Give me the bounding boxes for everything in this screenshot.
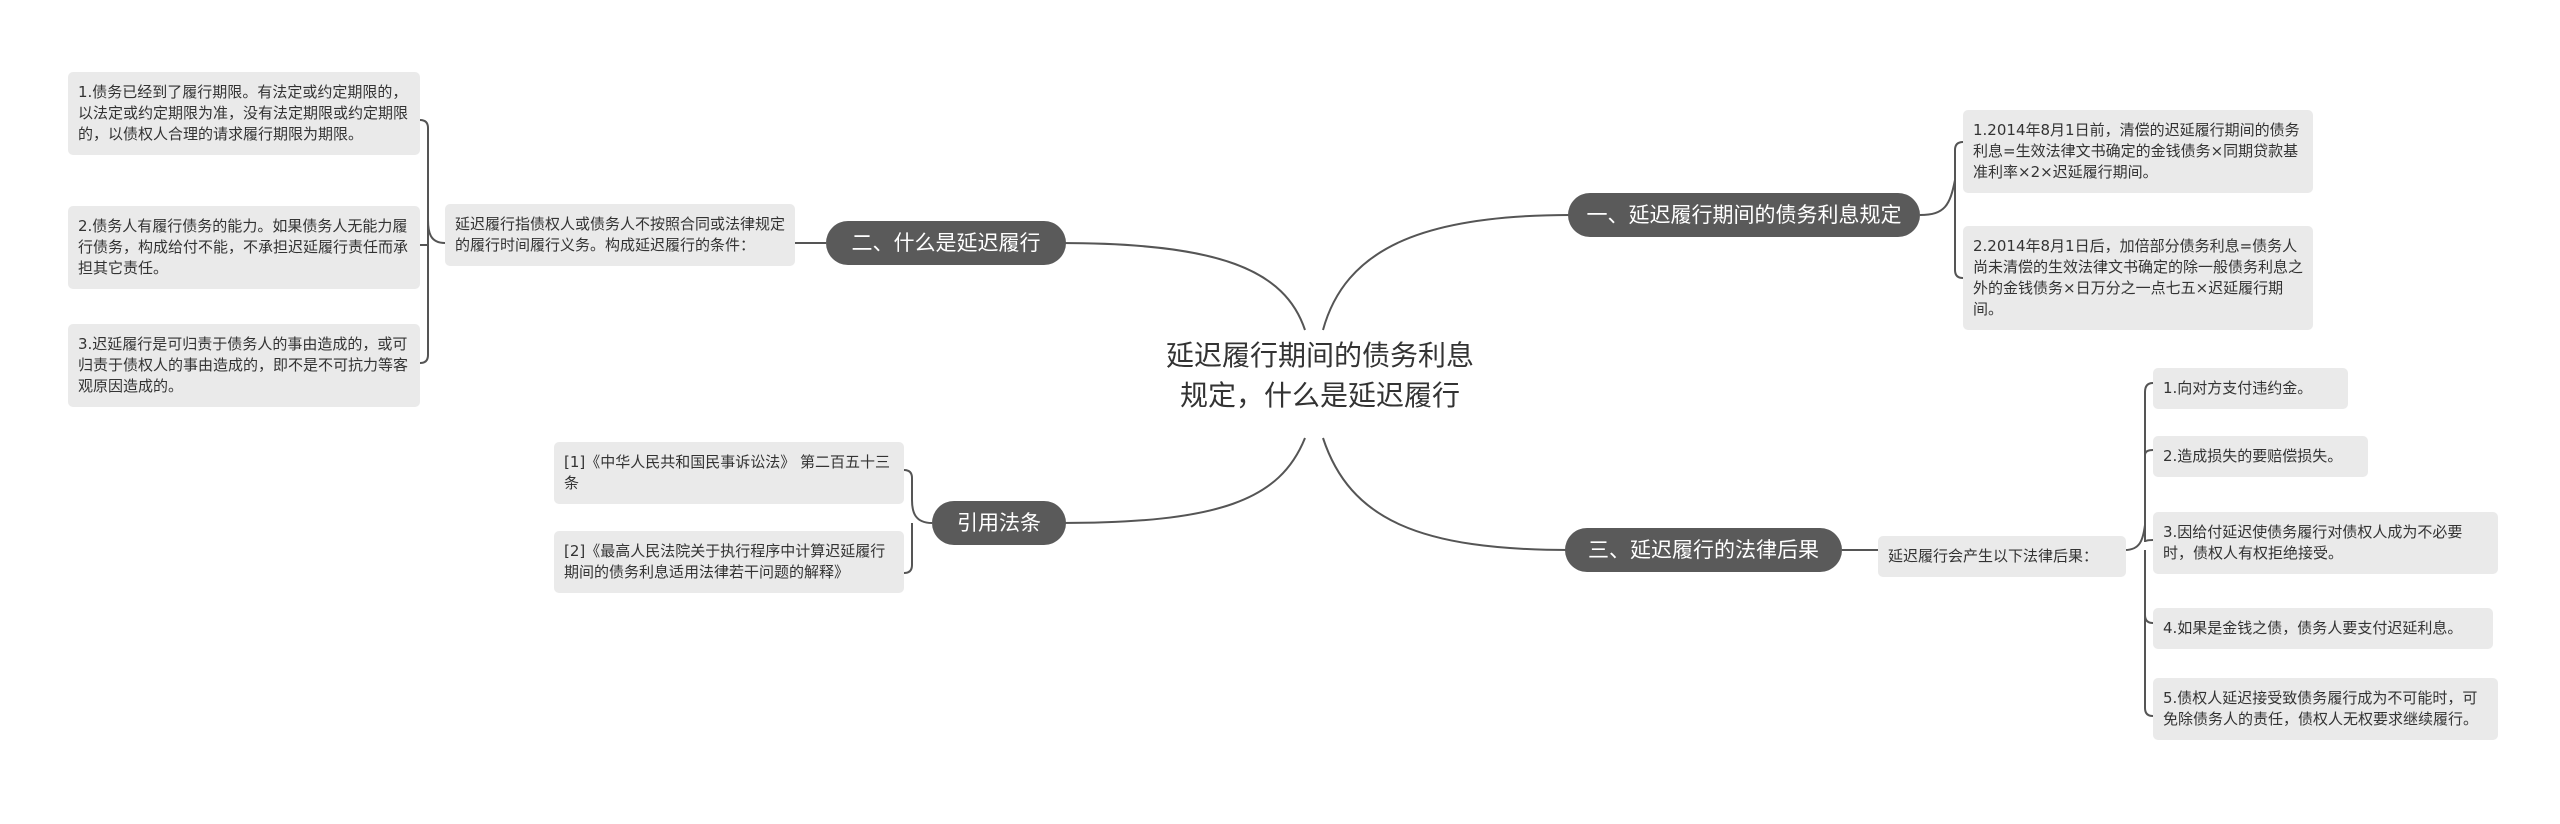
card-consequence-5[interactable]: 5.债权人延迟接受致债务履行成为不可能时，可免除债务人的责任，债权人无权要求继续… xyxy=(2153,678,2498,740)
link-b1-items xyxy=(1919,141,1964,279)
card-law-2[interactable]: [2]《最高人民法院关于执行程序中计算迟延履行期间的债务利息适用法律若干问题的解… xyxy=(554,531,904,593)
card-condition-1[interactable]: 1.债务已经到了履行期限。有法定或约定期限的，以法定或约定期限为准，没有法定期限… xyxy=(68,72,420,155)
link-b2-items xyxy=(419,119,446,364)
branch-what-is-delay[interactable]: 二、什么是延迟履行 xyxy=(826,221,1066,265)
card-after-2014[interactable]: 2.2014年8月1日后，加倍部分债务利息=债务人尚未清偿的生效法律文书确定的除… xyxy=(1963,226,2313,330)
link-root-b4 xyxy=(1059,437,1306,524)
root-title-line2: 规定，什么是延迟履行 xyxy=(1179,379,1460,412)
card-delay-definition[interactable]: 延迟履行指债权人或债务人不按照合同或法律规定的履行时间履行义务。构成延迟履行的条… xyxy=(445,204,795,266)
card-consequence-4[interactable]: 4.如果是金钱之债，债务人要支付迟延利息。 xyxy=(2153,608,2493,649)
card-before-2014[interactable]: 1.2014年8月1日前，清偿的迟延履行期间的债务利息=生效法律文书确定的金钱债… xyxy=(1963,110,2313,193)
branch-cited-laws[interactable]: 引用法条 xyxy=(932,501,1066,545)
link-b3-items xyxy=(2124,382,2154,717)
link-b4-items xyxy=(903,469,933,574)
card-law-1[interactable]: [1]《中华人民共和国民事诉讼法》 第二百五十三条 xyxy=(554,442,904,504)
card-consequence-3[interactable]: 3.因给付延迟使债务履行对债权人成为不必要时，债权人有权拒绝接受。 xyxy=(2153,512,2498,574)
link-root-b1 xyxy=(1322,214,1571,331)
root-title-line1: 延迟履行期间的债务利息 xyxy=(1165,339,1474,372)
link-root-b3 xyxy=(1322,437,1571,551)
link-root-b2 xyxy=(1059,242,1306,331)
card-consequence-2[interactable]: 2.造成损失的要赔偿损失。 xyxy=(2153,436,2368,477)
card-condition-2[interactable]: 2.债务人有履行债务的能力。如果债务人无能力履行债务，构成给付不能，不承担迟延履… xyxy=(68,206,420,289)
card-condition-3[interactable]: 3.迟延履行是可归责于债务人的事由造成的，或可归责于债权人的事由造成的，即不是不… xyxy=(68,324,420,407)
branch-interest-rules[interactable]: 一、延迟履行期间的债务利息规定 xyxy=(1568,193,1920,237)
root-topic[interactable]: 延迟履行期间的债务利息 规定，什么是延迟履行 xyxy=(1140,336,1500,416)
card-consequences-intro[interactable]: 延迟履行会产生以下法律后果： xyxy=(1878,536,2126,577)
card-consequence-1[interactable]: 1.向对方支付违约金。 xyxy=(2153,368,2348,409)
branch-legal-consequences[interactable]: 三、延迟履行的法律后果 xyxy=(1565,528,1842,572)
